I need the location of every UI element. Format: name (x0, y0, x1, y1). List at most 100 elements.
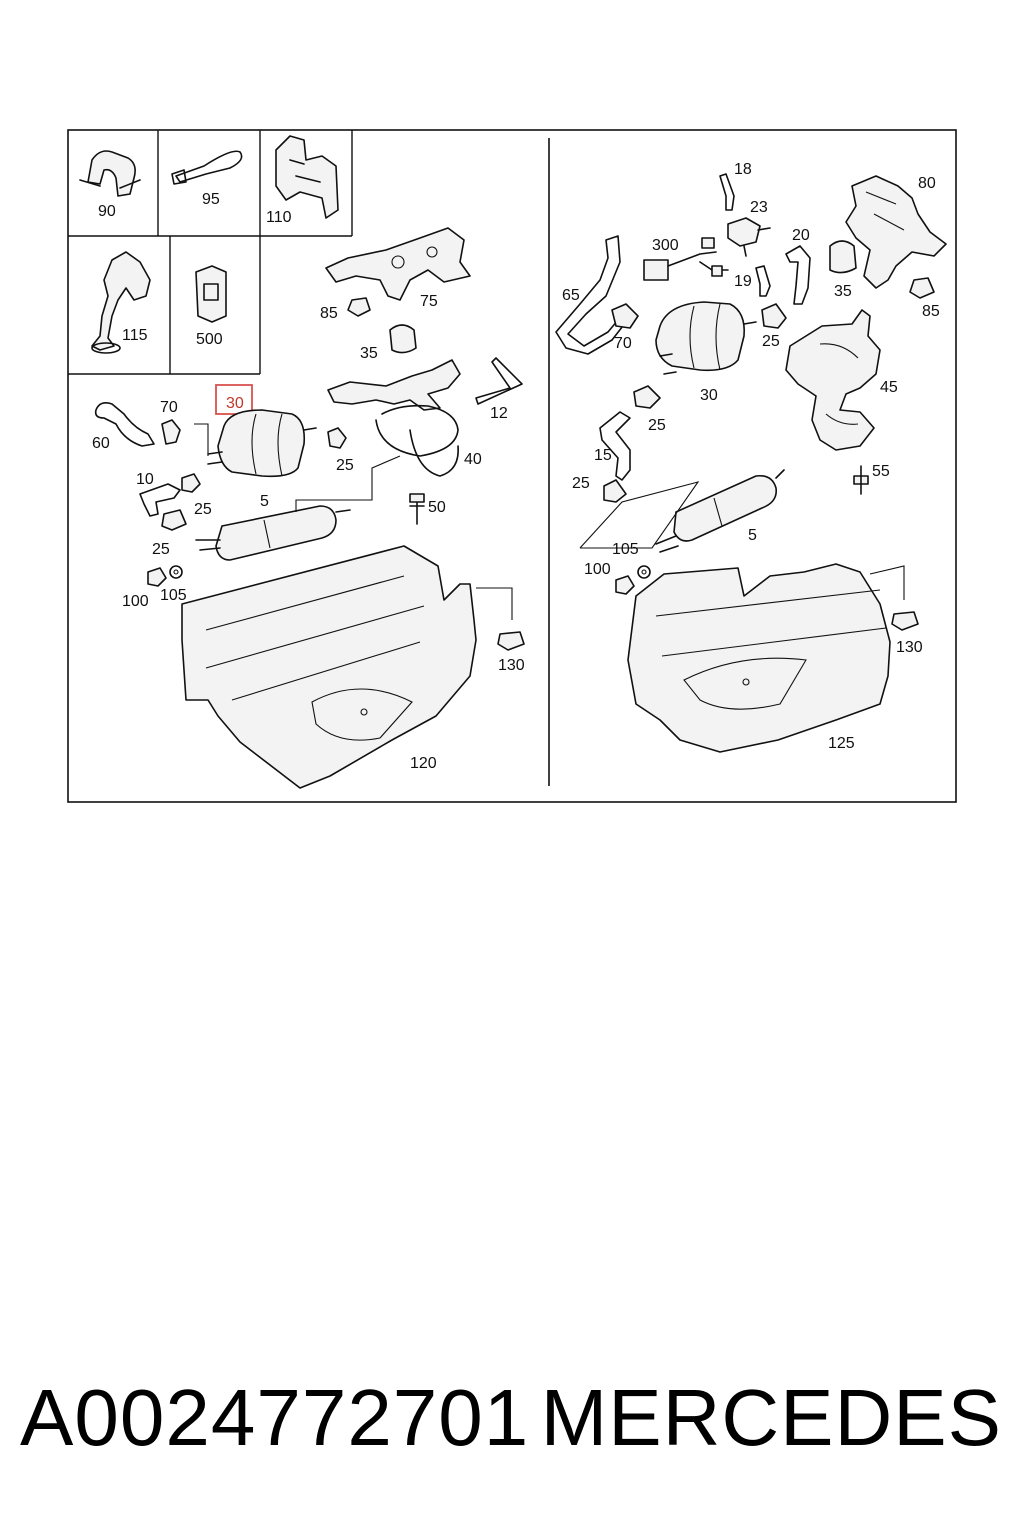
label-75: 75 (420, 293, 438, 310)
rubber-35-icon (389, 324, 417, 354)
label-12: 12 (490, 405, 508, 422)
bolt-50-icon (409, 493, 425, 525)
bracket-75-icon (325, 227, 471, 301)
label-65: 65 (562, 287, 580, 304)
nut-100-icon (147, 567, 167, 587)
hose-20-icon (785, 245, 811, 305)
clamp-25r-c-icon (603, 479, 627, 503)
clamp-25r-b-icon (633, 385, 661, 409)
line-12-icon (475, 357, 523, 405)
clip-90-icon (79, 150, 141, 197)
leader-5 (295, 455, 401, 512)
label-25b: 25 (194, 501, 212, 518)
label-25c: 25 (152, 541, 170, 558)
leader-130 (476, 587, 513, 620)
washer-105r-icon (637, 565, 651, 579)
nut-85-icon (347, 297, 371, 317)
rubber-35r-icon (829, 240, 857, 274)
label-5r: 5 (748, 527, 757, 544)
clamp-25a-icon (327, 427, 347, 449)
label-130: 130 (498, 657, 525, 674)
clamp-70r-icon (611, 303, 639, 329)
fuel-filter-30r-icon (655, 301, 757, 375)
label-55: 55 (872, 463, 890, 480)
label-35: 35 (360, 345, 378, 362)
hose-15-icon (599, 411, 631, 481)
label-115: 115 (122, 327, 148, 344)
brand-name: MERCEDES (540, 1373, 1002, 1462)
part-number: A0024772701 (20, 1373, 530, 1462)
label-5: 5 (260, 493, 269, 510)
hose-19-icon (755, 265, 771, 297)
label-50: 50 (428, 499, 446, 516)
label-20: 20 (792, 227, 810, 244)
label-70: 70 (160, 399, 178, 416)
label-19: 19 (734, 273, 752, 290)
label-85: 85 (320, 305, 338, 322)
sensor-300-icon (643, 237, 729, 281)
fuel-filter-30-icon (207, 409, 317, 478)
label-100r: 100 (584, 561, 611, 578)
label-300: 300 (652, 237, 679, 254)
bracket-80-icon (845, 175, 947, 289)
label-70r: 70 (614, 335, 632, 352)
label-85r: 85 (922, 303, 940, 320)
nut-100r-icon (615, 575, 635, 595)
label-23: 23 (750, 199, 768, 216)
clamp-70-icon (161, 419, 181, 445)
grommet-130-icon (497, 631, 525, 651)
label-10: 10 (136, 471, 154, 488)
tray-125-icon (627, 563, 891, 753)
holder-115-icon (91, 251, 151, 354)
clamp-25r-a-icon (761, 303, 787, 329)
hose-10-icon (139, 483, 181, 517)
leader-pump-right (579, 481, 700, 549)
label-25r-b: 25 (648, 417, 666, 434)
label-30r: 30 (700, 387, 718, 404)
hose-18-icon (719, 173, 735, 211)
label-100: 100 (122, 593, 149, 610)
label-60: 60 (92, 435, 110, 452)
label-25a: 25 (336, 457, 354, 474)
valve-23-icon (727, 217, 771, 257)
footer: A0024772701 MERCEDES (0, 1372, 1024, 1472)
label-35r: 35 (834, 283, 852, 300)
label-110: 110 (266, 209, 292, 226)
inset-grid (68, 130, 353, 375)
clamp-25b-icon (181, 473, 201, 493)
label-30-highlight: 30 (226, 395, 244, 412)
label-130r: 130 (896, 639, 923, 656)
label-25r-c: 25 (572, 475, 590, 492)
label-18: 18 (734, 161, 752, 178)
label-40: 40 (464, 451, 482, 468)
label-80: 80 (918, 175, 936, 192)
label-45: 45 (880, 379, 898, 396)
fuel-pump-5-icon (195, 505, 351, 561)
label-25r-a: 25 (762, 333, 780, 350)
bracket-110-icon (275, 135, 339, 219)
label-105r: 105 (612, 541, 639, 558)
washer-105-icon (169, 565, 183, 579)
clamp-25c-icon (161, 509, 187, 531)
label-125r: 125 (828, 735, 855, 752)
diagram-frame (67, 129, 957, 803)
label-15: 15 (594, 447, 612, 464)
label-500: 500 (196, 331, 223, 348)
bracket-strap-40-icon (327, 359, 461, 477)
label-90: 90 (98, 203, 116, 220)
parts-diagram: 90 95 110 115 500 85 75 35 60 (67, 129, 957, 803)
hose-60-icon (94, 402, 155, 447)
cable-tie-95-icon (171, 150, 243, 185)
leader-30 (194, 423, 209, 456)
nut-85r-icon (909, 277, 935, 299)
grommet-130r-icon (891, 611, 919, 631)
tray-120-icon (181, 545, 477, 789)
label-105: 105 (160, 587, 187, 604)
bolt-55-icon (853, 465, 869, 495)
fuel-pump-5r-icon (655, 469, 785, 553)
bracket-45-icon (785, 309, 881, 451)
leader-130r (869, 565, 905, 600)
label-120: 120 (410, 755, 437, 772)
highlight-box-30 (215, 384, 253, 415)
label-95: 95 (202, 191, 220, 208)
